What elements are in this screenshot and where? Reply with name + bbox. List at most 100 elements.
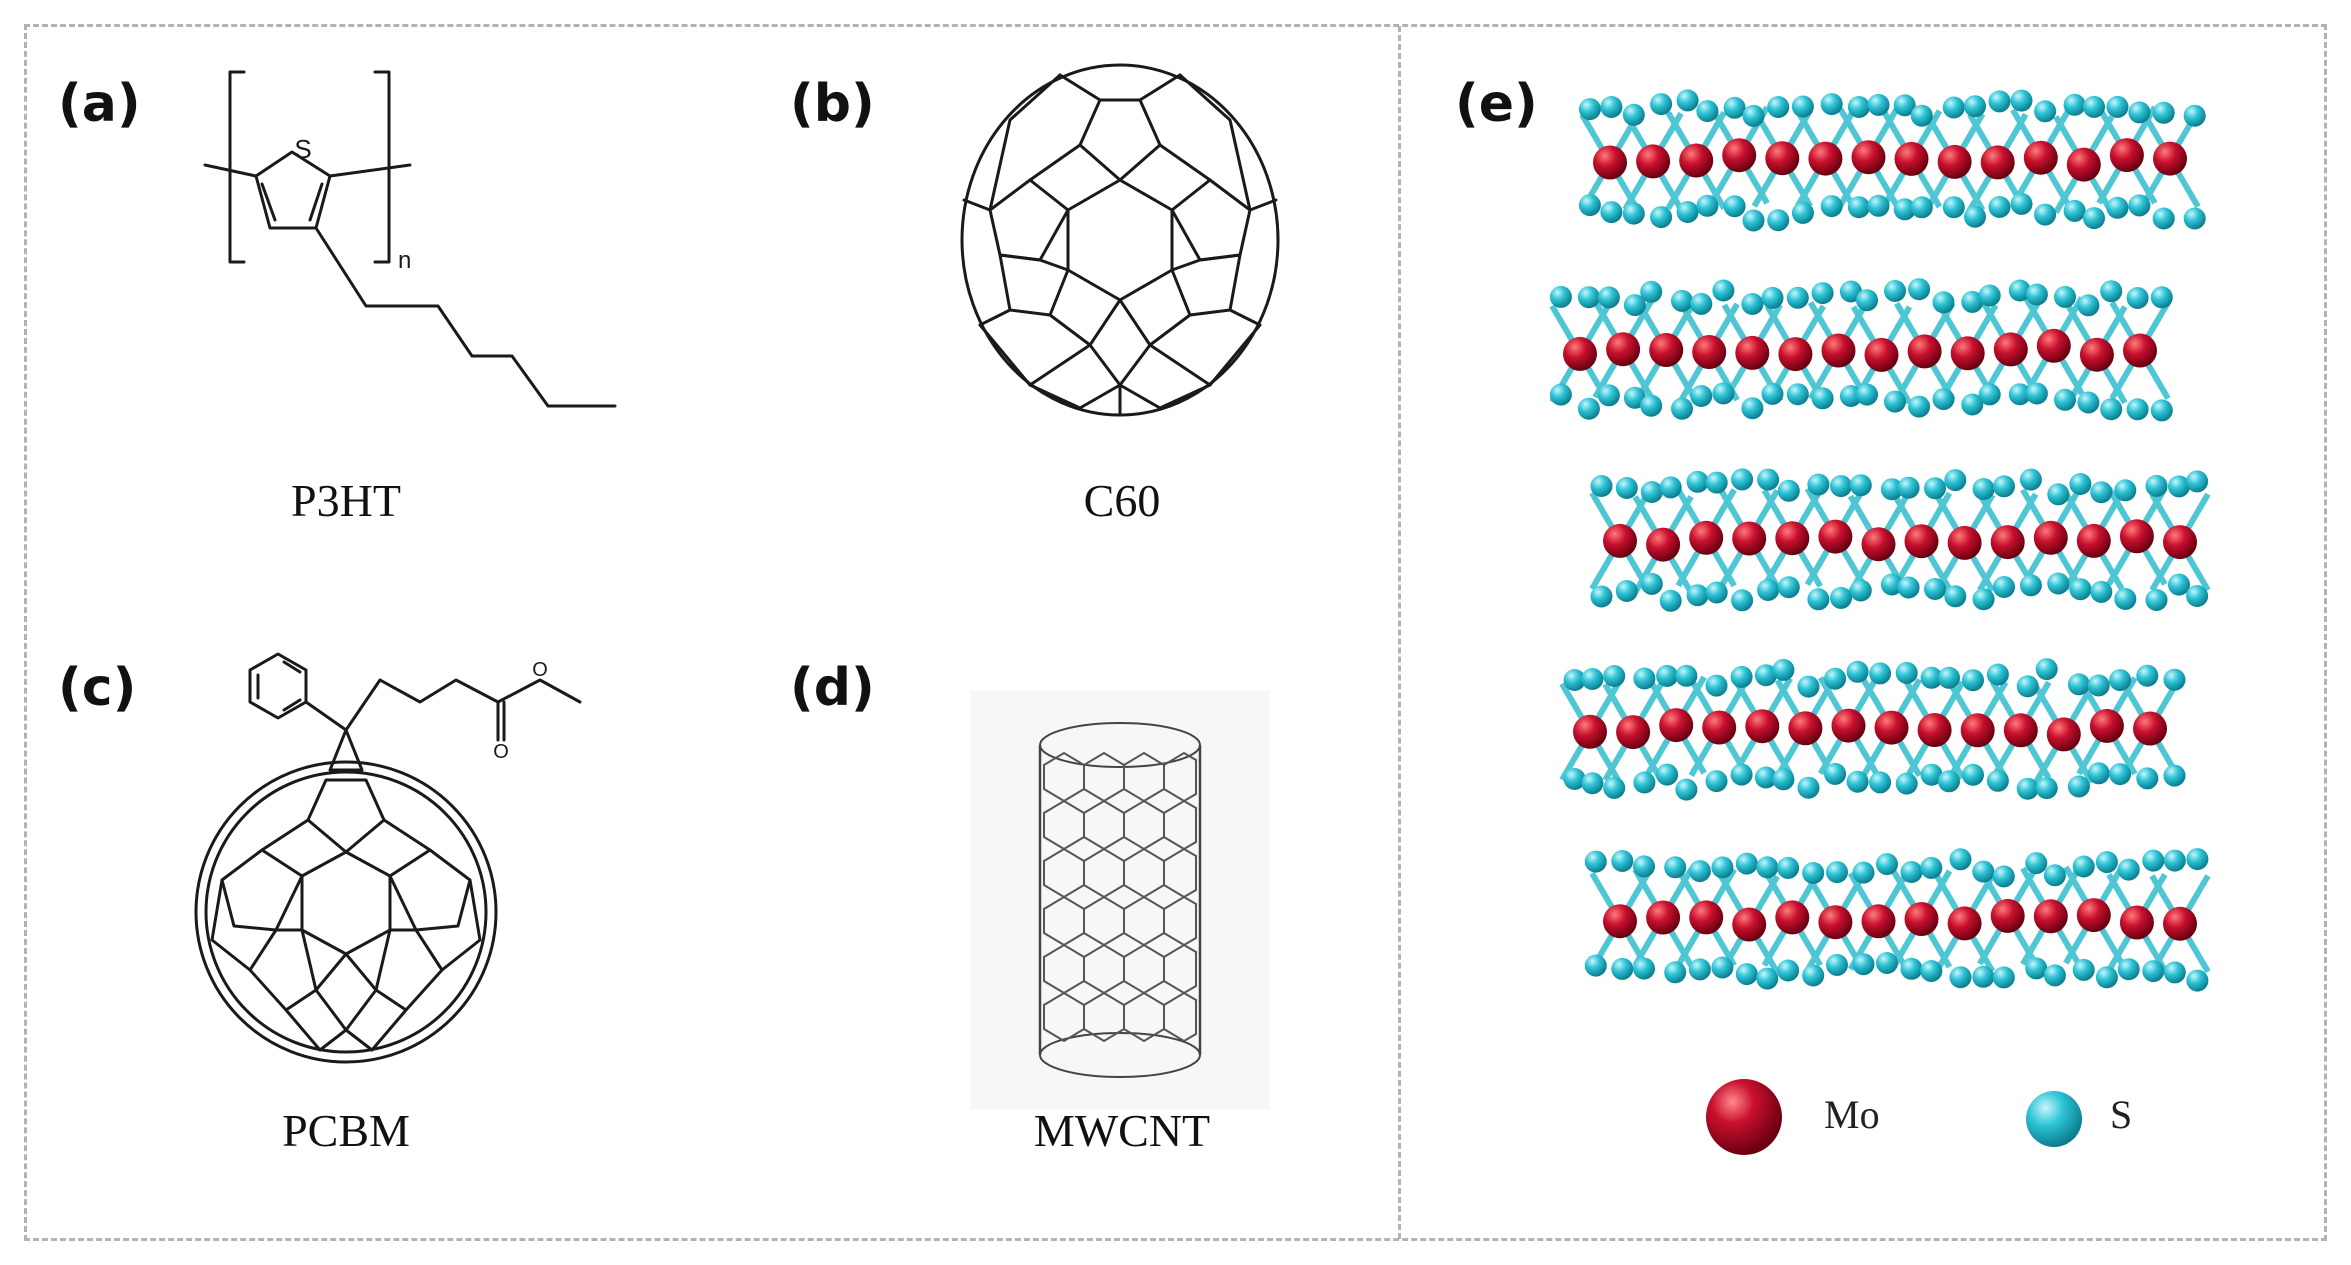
s-atom — [2034, 100, 2057, 123]
mo-atom — [1990, 898, 2025, 933]
s-atom — [1932, 388, 1955, 411]
s-atom — [2069, 578, 2092, 601]
mo-atom — [1788, 711, 1823, 746]
mo-atom — [1593, 145, 1627, 180]
s-atom — [1824, 667, 1847, 690]
s-atom — [2019, 468, 2042, 491]
s-atom — [1603, 665, 1626, 687]
s-atom — [1944, 469, 1967, 492]
s-atom — [1757, 468, 1780, 491]
s-atom — [1910, 196, 1933, 219]
s-atom — [1600, 201, 1623, 224]
s-atom — [1944, 585, 1967, 608]
s-atom — [2186, 848, 2209, 871]
s-atom — [1690, 385, 1713, 407]
mwcnt-name: MWCNT — [1033, 1105, 1211, 1156]
s-atom — [1671, 289, 1693, 312]
s-atom — [1852, 861, 1875, 884]
mo-atom — [2109, 138, 2144, 173]
s-atom — [2069, 473, 2092, 495]
s-atom — [2010, 89, 2033, 112]
s-atom — [1712, 279, 1735, 302]
s-atom — [1688, 860, 1711, 883]
s-atom — [1910, 104, 1933, 127]
s-atom — [2090, 580, 2113, 603]
s-atom — [2025, 382, 2048, 405]
mo-atom — [1874, 710, 1909, 745]
s-atom — [1622, 202, 1645, 225]
s-atom — [2114, 588, 2137, 610]
mo-atom — [1692, 335, 1727, 369]
s-atom — [1897, 576, 1920, 599]
s-atom — [1807, 588, 1830, 611]
s-atom — [1656, 664, 1679, 687]
s-atom — [1908, 278, 1931, 301]
s-atom — [1756, 856, 1779, 879]
s-atom — [2100, 280, 2123, 303]
s-atom — [1884, 280, 1906, 302]
s-atom — [2067, 775, 2090, 798]
mo-atom — [2076, 898, 2111, 933]
s-atom — [1705, 770, 1728, 793]
s-atom — [2183, 207, 2206, 230]
s-atom — [2183, 104, 2206, 127]
s-atom — [1830, 475, 1852, 498]
s-atom — [1705, 674, 1728, 697]
s-atom — [2016, 675, 2039, 698]
s-atom — [1807, 473, 1830, 496]
p3ht-name: P3HT — [291, 475, 401, 526]
s-atom — [2008, 279, 2031, 302]
s-atom — [1640, 572, 1663, 595]
s-atom — [1942, 96, 1965, 119]
s-atom — [1633, 855, 1655, 878]
sulfur-atom-label: S — [294, 134, 311, 164]
s-atom — [2072, 958, 2095, 981]
s-atom — [1730, 763, 1753, 786]
s-atom — [1686, 470, 1709, 493]
s-atom — [1820, 93, 1843, 116]
s-atom — [1711, 956, 1734, 979]
s-atom — [1972, 965, 1995, 988]
s-atom — [2054, 388, 2076, 411]
s-atom — [1690, 292, 1713, 315]
mo-atom — [2153, 141, 2187, 176]
s-atom — [1869, 771, 1892, 794]
mo-atom — [2023, 140, 2058, 175]
s-atom — [1972, 860, 1995, 883]
mo-atom — [1563, 336, 1597, 371]
mo-atom — [1732, 521, 1767, 556]
mo-atom — [1818, 905, 1853, 940]
s-atom — [1772, 658, 1795, 681]
s-atom — [2025, 283, 2048, 306]
mo-atom — [1831, 708, 1866, 743]
s-atom — [1767, 209, 1790, 232]
s-atom — [2163, 668, 2186, 691]
mo-atom — [1907, 334, 1942, 369]
s-atom — [1856, 289, 1878, 312]
s-atom — [1839, 280, 1862, 303]
s-atom — [1839, 385, 1862, 407]
s-atom — [1563, 669, 1586, 691]
c60-structure — [960, 63, 1280, 417]
s-atom — [1846, 770, 1869, 793]
s-atom — [2186, 969, 2209, 992]
mo-atom — [1679, 143, 1714, 178]
mo-atom — [1689, 520, 1724, 555]
s-atom — [1797, 776, 1820, 799]
s-atom — [1961, 290, 1984, 313]
carbonyl-oxygen-label: O — [493, 741, 509, 763]
s-atom — [1777, 479, 1800, 502]
s-atom — [1786, 286, 1809, 309]
mos2-layer — [1589, 468, 2211, 612]
mo-atom — [1894, 141, 1929, 176]
s-atom — [1741, 397, 1764, 420]
mo-atom — [1818, 519, 1853, 554]
s-atom — [2136, 767, 2159, 790]
s-atom — [1656, 763, 1679, 786]
mo-atom — [2123, 333, 2157, 368]
s-atom — [1978, 383, 2001, 406]
s-atom — [1972, 478, 1995, 500]
s-legend-sphere — [2026, 1091, 2082, 1147]
s-atom — [1777, 576, 1800, 599]
s-atom — [1867, 93, 1890, 116]
